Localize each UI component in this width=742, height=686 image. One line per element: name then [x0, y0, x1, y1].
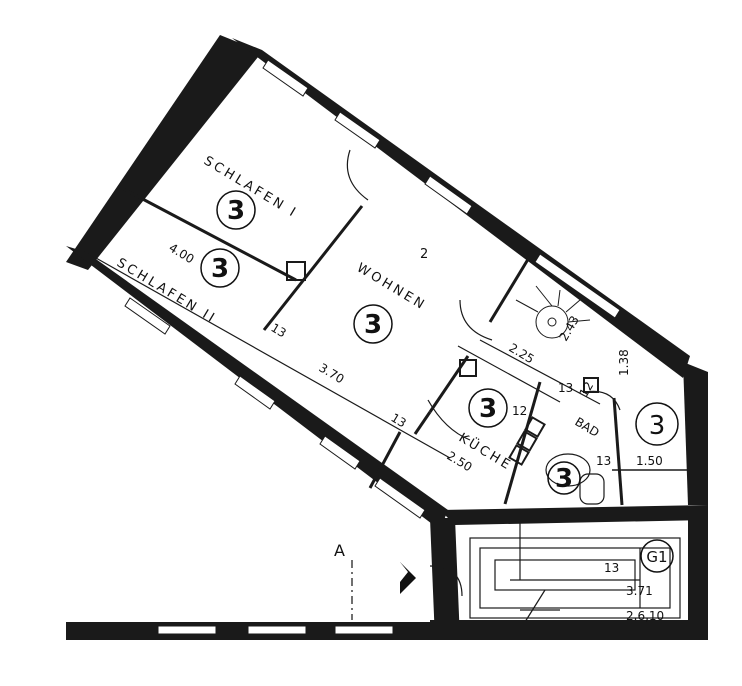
marker-east: 3: [635, 402, 679, 446]
svg-text:3: 3: [364, 310, 382, 340]
marker-schlafen-2: 3: [200, 248, 240, 288]
door-swings: [346, 149, 621, 441]
marker-bad: 3: [547, 461, 581, 495]
dim-wohnen-length: 3.70: [316, 361, 346, 387]
svg-text:3: 3: [649, 411, 666, 441]
dim-wall-13-a: 13: [268, 321, 288, 341]
svg-text:G1: G1: [646, 548, 667, 566]
marker-schlafen-1: 3: [216, 190, 256, 230]
spiral-stair: [515, 285, 591, 339]
windows-ne: [262, 59, 621, 319]
dim-stair-2610: 2.6,10: [626, 609, 664, 623]
svg-text:3: 3: [555, 464, 573, 494]
dim-east-138: 1.38: [617, 349, 631, 376]
marker-wohnen: 3: [353, 304, 393, 344]
dim-wall-13-b: 13: [388, 411, 408, 431]
interior-walls: [117, 184, 688, 506]
dim-wall-13-e: 13: [604, 561, 619, 575]
marker-kueche: 3: [468, 388, 508, 428]
dim-bad-12: 12: [576, 379, 596, 399]
svg-text:3: 3: [227, 196, 245, 226]
bath-fixtures: [545, 453, 605, 505]
section-marker: A: [334, 541, 416, 620]
thin-lines: [95, 257, 601, 459]
dim-schlafen2-length: 4.00: [166, 241, 196, 267]
dim-kueche-12: 12: [512, 404, 527, 418]
section-label: A: [334, 541, 345, 560]
dim-stair-243: 2.43: [556, 313, 581, 343]
svg-text:3: 3: [211, 254, 229, 284]
wohnen-number: 2: [420, 247, 428, 262]
wardrobes: [286, 261, 599, 466]
room-bad: BAD: [572, 415, 601, 440]
room-schlafen-1: SCHLAFEN I: [201, 154, 300, 222]
dim-kueche-length: 2.50: [444, 449, 474, 475]
windows-sw: [124, 297, 426, 519]
main-staircase: [469, 520, 681, 631]
dim-wall-13-c: 13: [558, 381, 573, 395]
marker-stair: G1: [640, 539, 674, 573]
dim-wall-13-d: 13: [596, 454, 611, 468]
dim-east-150: 1.50: [636, 454, 663, 468]
windows-bottom: [157, 625, 394, 635]
svg-text:3: 3: [479, 394, 497, 424]
dim-stair-371: 3.71: [626, 584, 653, 598]
entry-door: [429, 565, 463, 597]
